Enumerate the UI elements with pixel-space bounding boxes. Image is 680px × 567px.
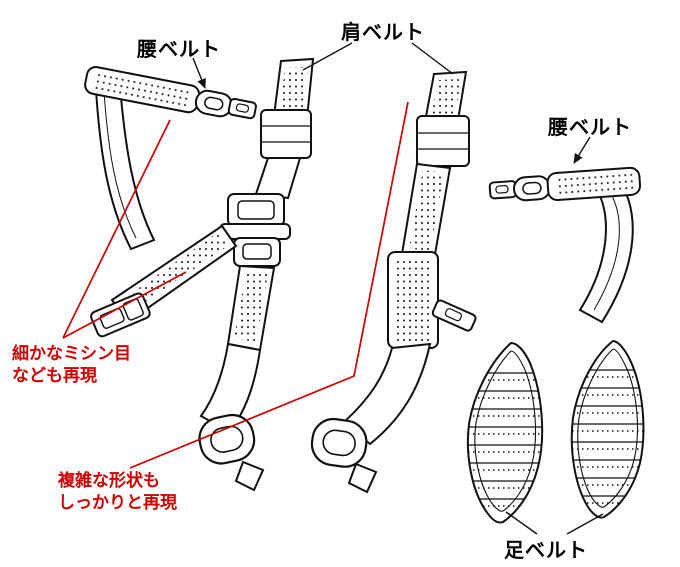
waist-belt-left-stitching [94, 72, 192, 108]
waist-belt-left-tail-strap [94, 84, 156, 251]
foot-belt-left-drawing [466, 341, 544, 524]
shoulder-strap-left-drawing [198, 57, 315, 492]
leader-foot-right [566, 513, 604, 535]
label-foot-belt: 足ベルト [504, 540, 588, 562]
red-leader-complex-shape [129, 101, 409, 469]
d-ring-left-drawing [198, 413, 256, 465]
shoulder-strap-right-wrap [416, 115, 470, 167]
leader-shoulder-left [302, 42, 353, 71]
annotation-complex-shape: 複雑な形状も しっかりと再現 [58, 470, 177, 514]
shoulder-strap-right-drawing [310, 70, 477, 494]
annotation-stitch-detail-line1: 細かなミシン目 [12, 344, 131, 363]
label-shoulder-belt: 肩ベルト [341, 22, 425, 44]
waist-belt-right-tail-strap [578, 174, 634, 324]
leader-foot-left [505, 511, 538, 535]
waist-belt-left-drawing [84, 66, 257, 251]
chest-buckle-drawing [219, 193, 291, 267]
leader-lines-black [192, 42, 604, 535]
shoulder-strap-right-lower-curve [342, 342, 432, 446]
waist-belt-right-stitching [555, 172, 635, 196]
d-ring-right-drawing [310, 417, 368, 468]
leader-waist-right [573, 136, 591, 164]
shoulder-strap-left-wrap [260, 109, 312, 159]
red-leader-stitch-lower [62, 271, 187, 339]
leader-shoulder-right [411, 42, 454, 75]
leader-lines-red [62, 101, 409, 469]
annotation-stitch-detail: 細かなミシン目 なども再現 [12, 343, 131, 387]
annotation-complex-shape-line2: しっかりと再現 [58, 493, 177, 513]
foot-belt-right-drawing [570, 339, 645, 519]
red-leader-stitch-upper [62, 119, 171, 339]
lap-strap-left-drawing [90, 224, 238, 338]
label-waist-belt-right: 腰ベルト [548, 117, 632, 139]
label-waist-belt-left: 腰ベルト [137, 39, 221, 61]
waist-belt-right-drawing [488, 166, 642, 324]
annotation-complex-shape-line1: 複雑な形状も [58, 471, 160, 490]
annotation-stitch-detail-line2: なども再現 [12, 366, 97, 386]
leader-waist-left [192, 57, 206, 89]
lap-strap-left-clip [90, 292, 151, 338]
tongue-plate-right-drawing [431, 299, 477, 332]
